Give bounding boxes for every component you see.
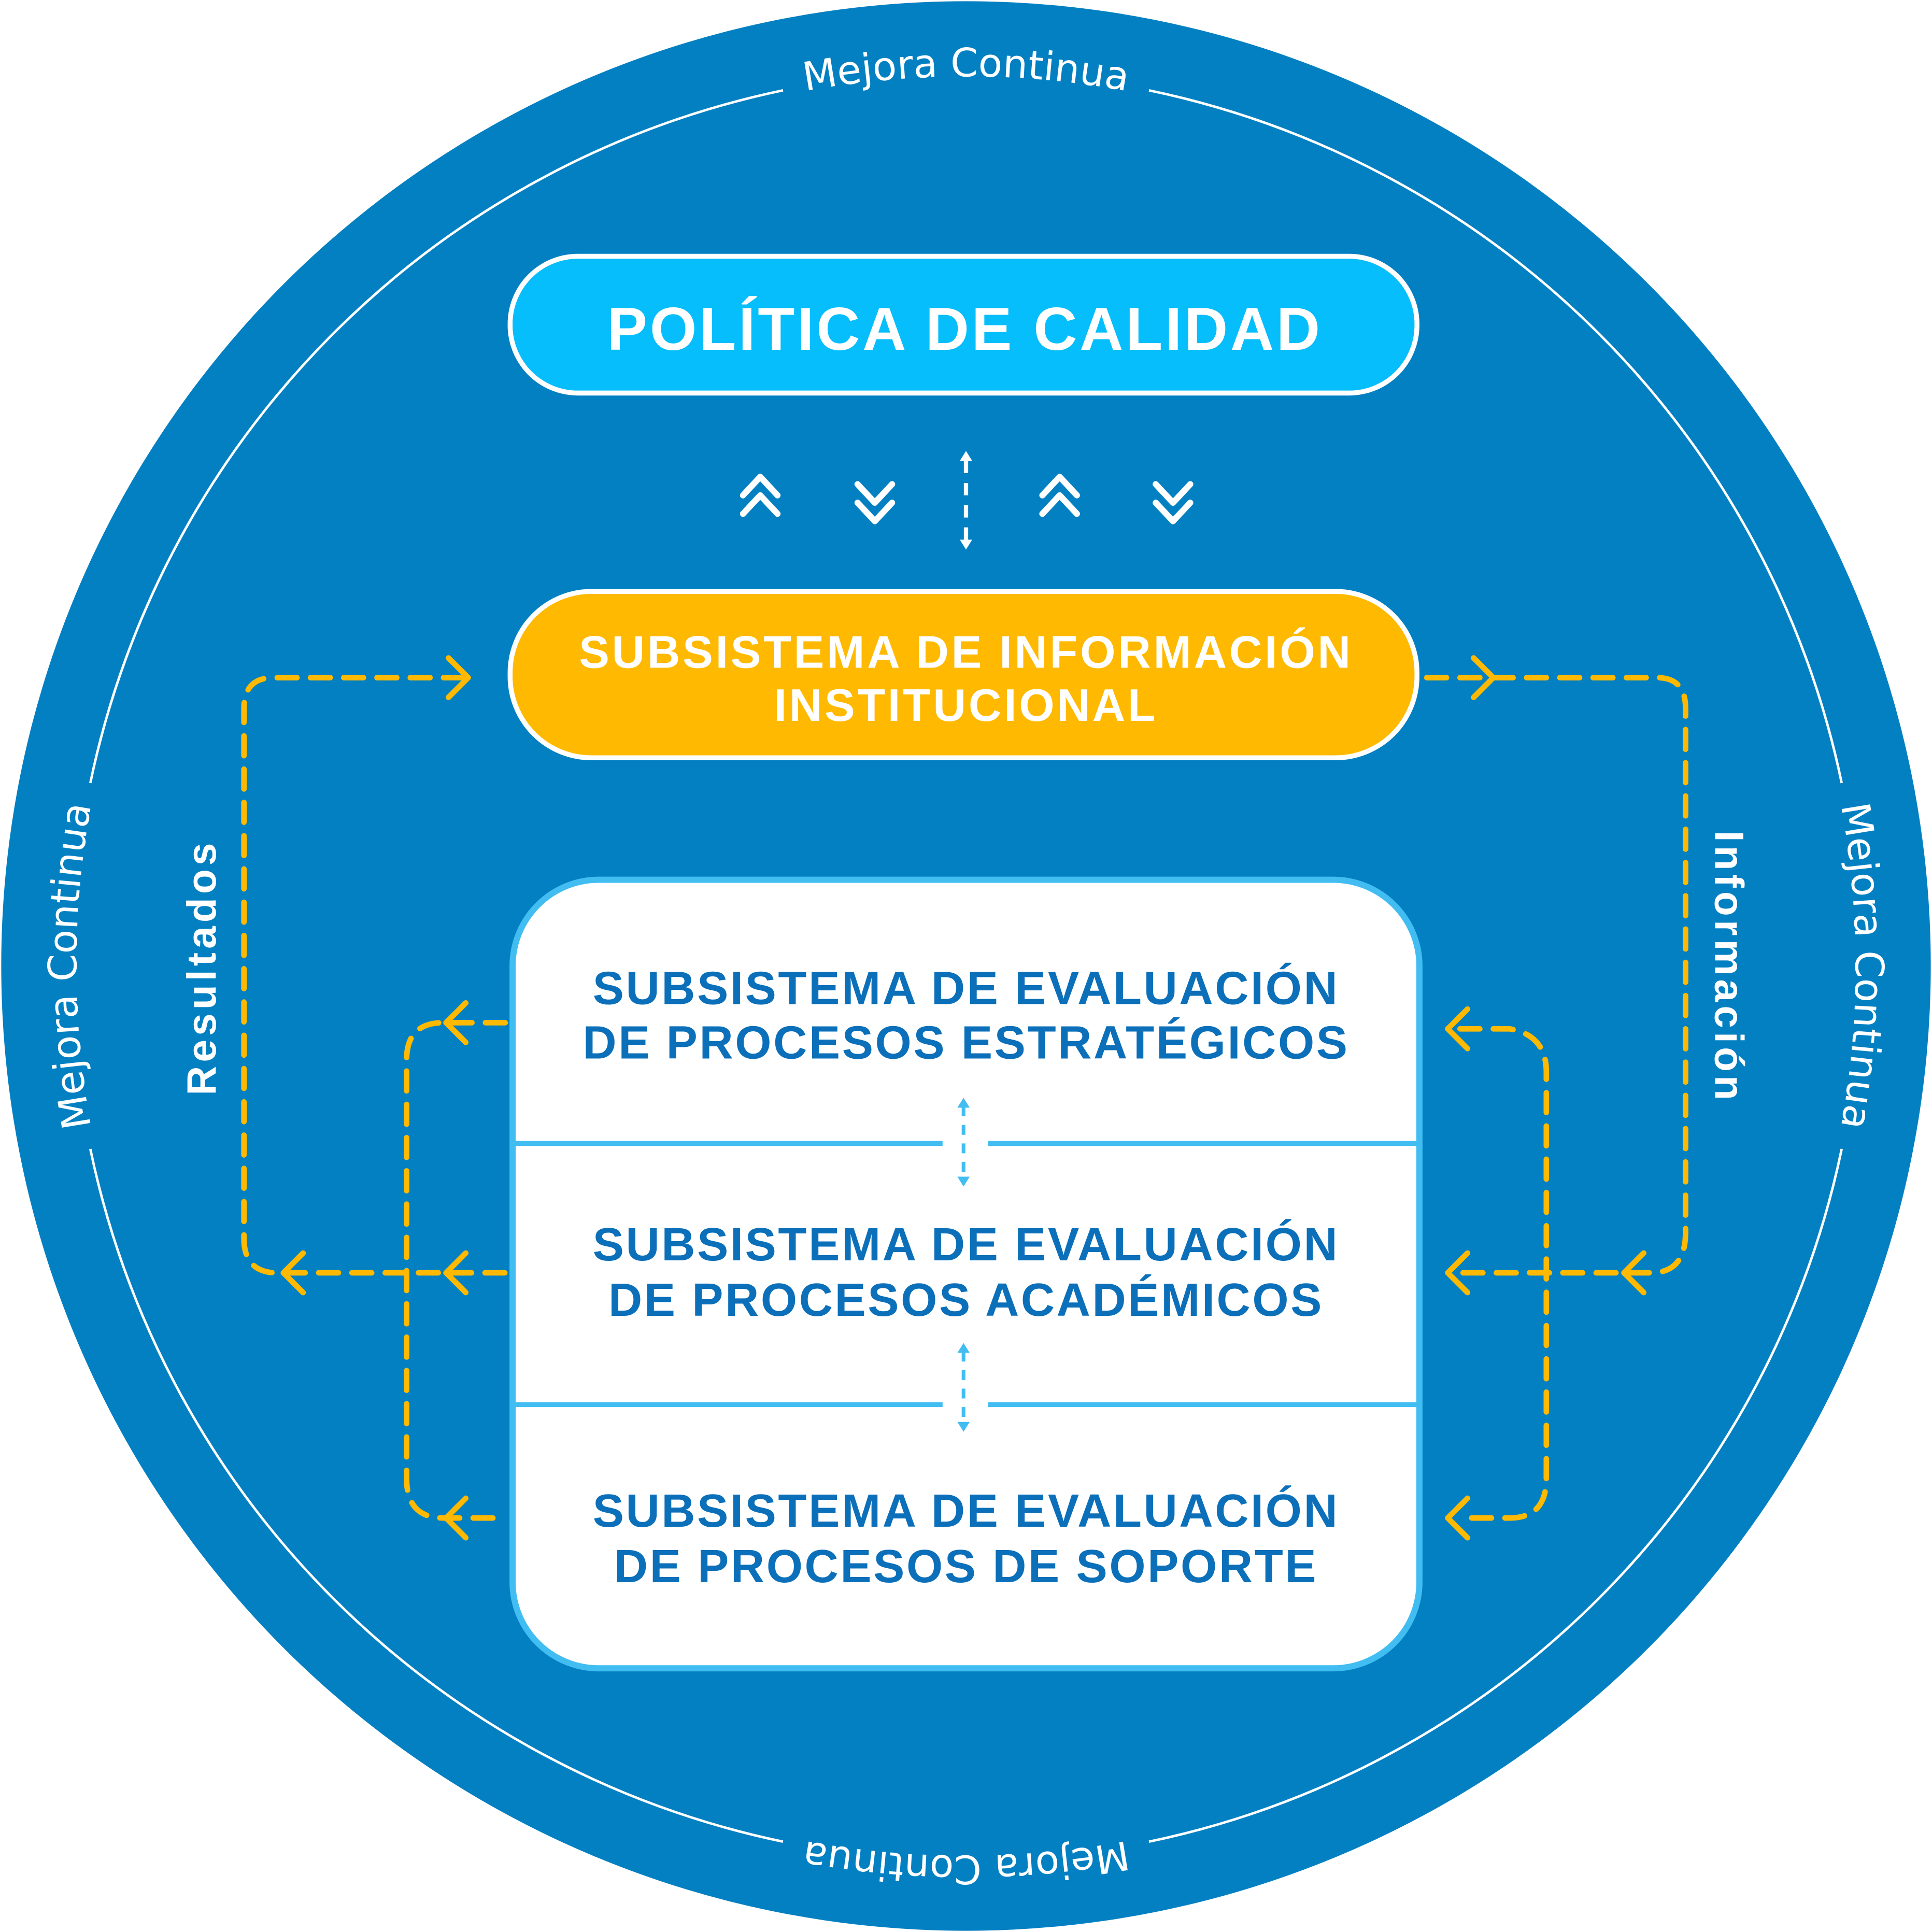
double-down-chevron-icon: [854, 481, 896, 524]
arrow-left-icon: [280, 1250, 306, 1296]
support-line2: DE PROCESOS DE SOPORTE: [614, 1540, 1318, 1593]
arrow-right-icon: [446, 655, 471, 701]
inner-ring: [89, 89, 1843, 1843]
bidirectional-arrow-icon: [960, 451, 972, 550]
policy-box: POLÍTICA DE CALIDAD: [507, 253, 1419, 396]
info-subsystem-line1: SUBSISTEMA DE INFORMACIÓN: [579, 627, 1353, 678]
arrow-left-icon: [1445, 1495, 1471, 1541]
info-subsystem-line2: INSTITUCIONAL: [774, 679, 1158, 731]
academic-line1: SUBSISTEMA DE EVALUACIÓN: [593, 1218, 1340, 1271]
arrow-left-icon: [1621, 1250, 1647, 1296]
academic-line2: DE PROCESOS ACADÉMICOS: [608, 1274, 1324, 1326]
strategic-line1: SUBSISTEMA DE EVALUACIÓN: [593, 962, 1340, 1015]
results-flow: [241, 655, 508, 1541]
results-label: Resultados: [179, 839, 224, 1095]
arrow-left-icon: [443, 1000, 469, 1045]
double-up-chevron-icon: [740, 474, 781, 517]
arrow-right-icon: [1471, 655, 1496, 701]
double-up-chevron-icon: [1039, 474, 1080, 517]
strategic-line2: DE PROCESOS ESTRATÉGICOS: [583, 1016, 1349, 1069]
arrow-left-icon: [1445, 1006, 1471, 1052]
information-flow: [1424, 655, 1688, 1541]
arrow-left-icon: [443, 1495, 469, 1541]
double-down-chevron-icon: [1153, 481, 1194, 524]
information-label: Información: [1707, 831, 1752, 1104]
evaluation-subsystems-box: SUBSISTEMA DE EVALUACIÓN DE PROCESOS EST…: [509, 876, 1423, 1672]
policy-label: POLÍTICA DE CALIDAD: [607, 295, 1322, 363]
arrow-left-icon: [1445, 1250, 1471, 1296]
arrow-left-icon: [443, 1250, 469, 1296]
bidirectional-arrow-icon: [957, 1343, 970, 1432]
support-line1: SUBSISTEMA DE EVALUACIÓN: [593, 1485, 1340, 1537]
bidirectional-arrow-icon: [957, 1098, 970, 1187]
info-subsystem-box: SUBSISTEMA DE INFORMACIÓN INSTITUCIONAL: [507, 589, 1419, 760]
